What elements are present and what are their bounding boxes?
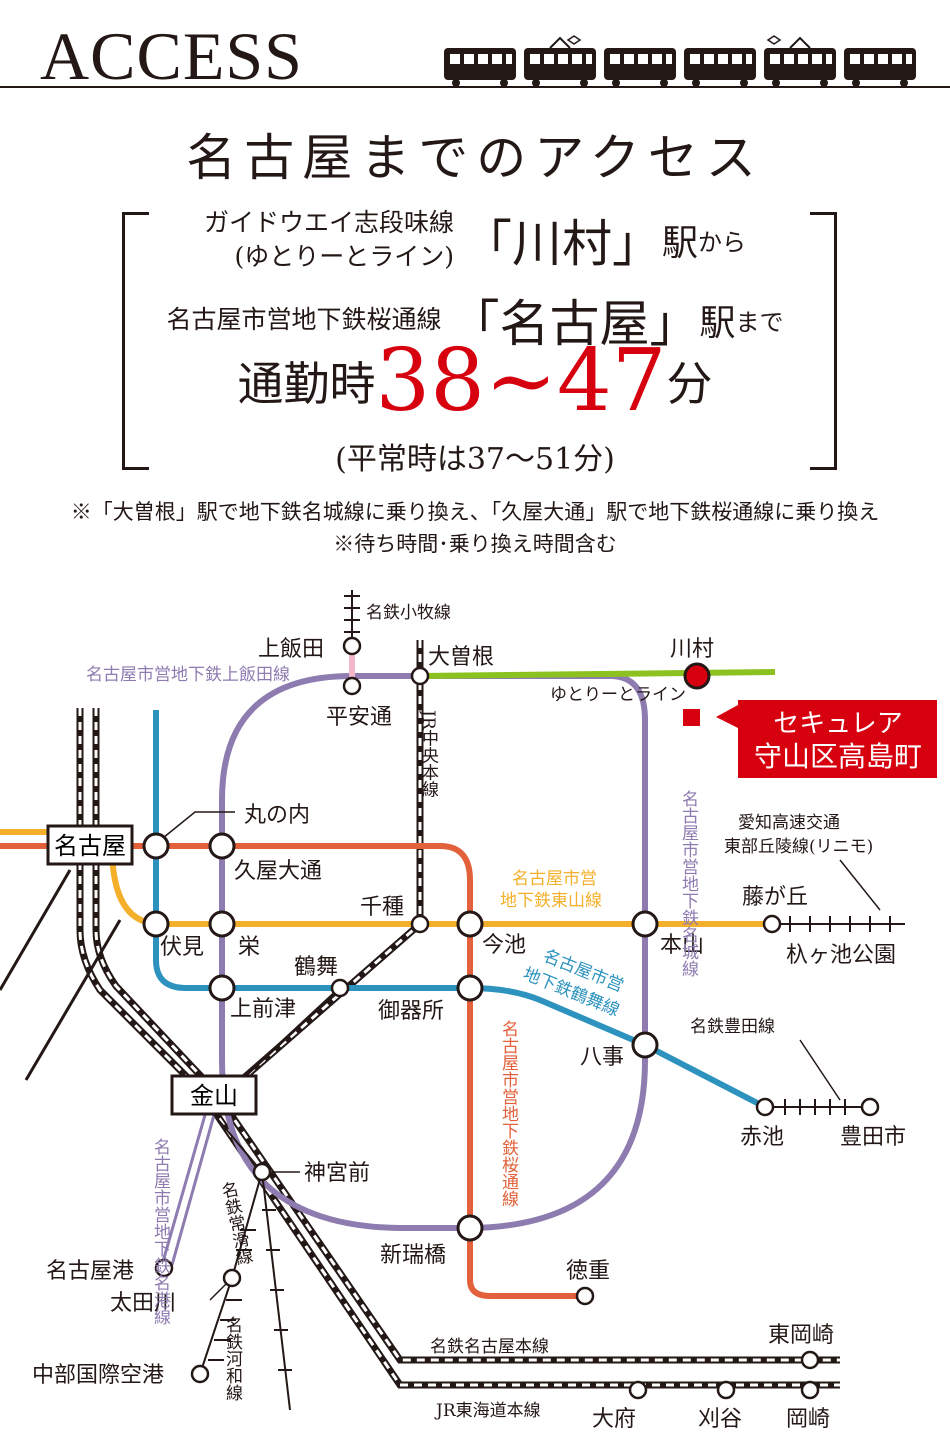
station-heian-dori: 平安通 — [326, 705, 392, 730]
meijo-line — [219, 673, 648, 1231]
property-name-2: 守山区高島町 — [754, 740, 922, 773]
sakuradori-line — [130, 843, 585, 1299]
station-sakae: 栄 — [238, 935, 260, 960]
commute-label: 通勤時 — [237, 357, 376, 411]
label-yutorito-line: ゆとりーとライン — [550, 685, 686, 705]
station-markers — [142, 636, 880, 1400]
station-hanamizuki: 杁ヶ池公園 — [786, 943, 896, 968]
label-higashiyama-2: 地下鉄東山線 — [500, 891, 602, 911]
station-jingumae: 神宮前 — [304, 1161, 370, 1186]
label-meiko-line: 名古屋市営地下鉄名港線 — [150, 1138, 171, 1325]
station-toyotashi: 豊田市 — [840, 1125, 906, 1150]
left-bracket — [122, 212, 149, 470]
commute-row: 通勤時38~47分 — [0, 338, 950, 424]
property-callout — [716, 700, 937, 778]
from-row: ガイドウエイ志段味線 (ゆとりーとライン) 「川村」駅から — [0, 204, 950, 276]
station-akaike: 赤池 — [740, 1125, 784, 1150]
station-kariya: 刈谷 — [698, 1407, 742, 1432]
left-rail-2 — [24, 919, 122, 1081]
right-bracket — [810, 212, 837, 470]
tsurumai-line — [153, 710, 767, 1110]
label-higashiyama-1: 名古屋市営 — [512, 869, 597, 889]
label-meitetsu-komaki: 名鉄小牧線 — [366, 603, 451, 623]
station-yagoto: 八事 — [580, 1045, 624, 1070]
station-chikusa: 千種 — [360, 895, 404, 920]
kanayama-box — [170, 1074, 258, 1116]
station-fushimi: 伏見 — [160, 935, 204, 960]
station-kamimaezu: 上前津 — [230, 997, 296, 1022]
station-obu: 大府 — [592, 1407, 636, 1432]
station-hisaya-odori: 久屋大通 — [234, 859, 322, 884]
higashiyama-line — [109, 845, 770, 927]
station-imaike: 今池 — [482, 933, 526, 958]
to-eki: 駅 — [699, 303, 736, 344]
label-meijo-line: 名古屋市営地下鉄名城線 — [678, 790, 699, 977]
jr-tokaido-track — [76, 708, 840, 1389]
train-icon — [444, 35, 916, 87]
nagoya-box — [46, 824, 134, 866]
label-meitetsu-nagoya-main: 名鉄名古屋本線 — [430, 1337, 549, 1357]
label-linimo-1: 愛知高速交通 — [738, 813, 840, 833]
station-motoyama: 本山 — [660, 933, 704, 958]
time-note: ※待ち時間･乗り換え時間含む — [333, 532, 617, 556]
station-centrair: 中部国際空港 — [32, 1363, 164, 1388]
station-okazaki: 岡崎 — [786, 1407, 830, 1432]
page-title: ACCESS — [40, 18, 303, 94]
meitetsu-link — [228, 986, 342, 1092]
station-kanayama: 金山 — [190, 1082, 238, 1110]
station-aratamabashi: 新瑞橋 — [380, 1243, 446, 1268]
normal-time: (平常時は37〜51分) — [335, 442, 615, 477]
station-nagoya: 名古屋 — [54, 832, 126, 860]
station-marunouchi: 丸の内 — [244, 803, 310, 828]
yutorito-line — [419, 669, 776, 679]
meitetsu-main-track — [92, 708, 840, 1364]
station-kawamura: 川村 — [670, 637, 714, 662]
property-name-1: セキュレア — [773, 709, 902, 739]
station-nagoyako: 名古屋港 — [46, 1259, 134, 1284]
to-station: 「名古屋」 — [449, 295, 700, 353]
to-line-name: 名古屋市営地下鉄桜通線 — [166, 305, 442, 334]
commute-unit: 分 — [666, 357, 713, 411]
from-eki: 駅 — [662, 223, 699, 264]
kawamura-marker — [683, 662, 711, 690]
station-gokiso: 御器所 — [378, 999, 444, 1024]
station-tokushige: 徳重 — [566, 1259, 610, 1284]
label-jr-tokaido: JR東海道本線 — [434, 1401, 541, 1421]
to-row: 名古屋市営地下鉄桜通線「名古屋」駅まで — [0, 284, 950, 356]
property-marker — [683, 709, 700, 726]
from-suffix: から — [698, 228, 747, 257]
to-suffix: まで — [735, 308, 784, 337]
track-ties — [208, 595, 891, 1371]
label-kamiiida-line: 名古屋市営地下鉄上飯田線 — [86, 665, 290, 685]
label-linimo-2: 東部丘陵線(リニモ) — [724, 837, 873, 857]
transfer-note: ※「大曽根」駅で地下鉄名城線に乗り換え、「久屋大通」駅で地下鉄桜通線に乗り換え — [70, 500, 880, 524]
meiko-line — [160, 1114, 216, 1266]
from-station: 「川村」 — [462, 215, 662, 273]
label-jr-chuo: JR中央本線 — [418, 708, 439, 798]
from-line-name: ガイドウエイ志段味線 (ゆとりーとライン) — [203, 208, 454, 271]
station-ozone: 大曽根 — [428, 645, 494, 670]
station-kamiiida: 上飯田 — [258, 637, 324, 662]
label-meitetsu-toyota: 名鉄豊田線 — [690, 1017, 775, 1037]
commute-range: 38~47 — [375, 331, 667, 431]
label-sakuradori-line: 名古屋市営地下鉄桜通線 — [498, 1020, 519, 1207]
station-tsurumai: 鶴舞 — [294, 955, 338, 980]
title-divider — [0, 86, 950, 88]
leader-lines — [157, 811, 881, 1301]
station-higashi-okazaki: 東岡崎 — [768, 1323, 834, 1348]
station-fujigaoka: 藤が丘 — [742, 885, 808, 910]
section-subtitle: 名古屋までのアクセス — [186, 129, 764, 187]
station-otagawa: 太田川 — [110, 1291, 176, 1316]
left-rail — [0, 869, 72, 991]
label-meitetsu-kowa: 名鉄河和線 — [222, 1316, 243, 1401]
